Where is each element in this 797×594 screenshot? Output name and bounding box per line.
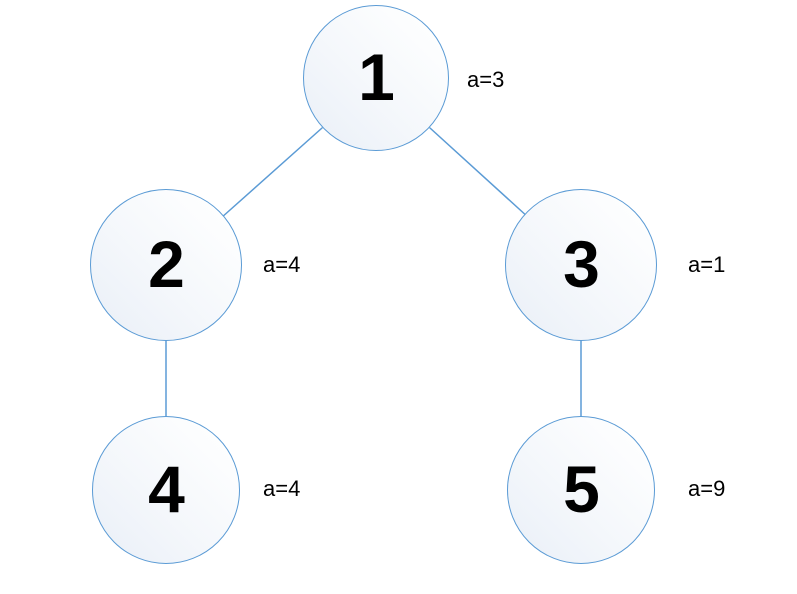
node-5-attribute-label: a=9	[688, 476, 726, 501]
node-5[interactable]: 5	[507, 416, 655, 564]
edges-group	[165, 127, 582, 418]
node-1-attribute-label: a=3	[467, 67, 505, 92]
node-1-label: 1	[358, 40, 395, 114]
node-2-attribute-label: a=4	[263, 252, 301, 277]
node-4[interactable]: 4	[92, 416, 240, 564]
node-4-label: 4	[148, 452, 185, 526]
node-4-attribute-label: a=4	[263, 476, 301, 501]
edge-1-3	[429, 127, 530, 219]
node-5-label: 5	[563, 452, 600, 526]
node-3-attribute-label: a=1	[688, 252, 726, 277]
node-2[interactable]: 2	[90, 189, 242, 341]
node-3[interactable]: 3	[505, 189, 657, 341]
edge-1-2	[220, 127, 323, 219]
node-3-label: 3	[563, 227, 600, 301]
node-2-label: 2	[148, 227, 185, 301]
node-1[interactable]: 1	[303, 5, 449, 151]
